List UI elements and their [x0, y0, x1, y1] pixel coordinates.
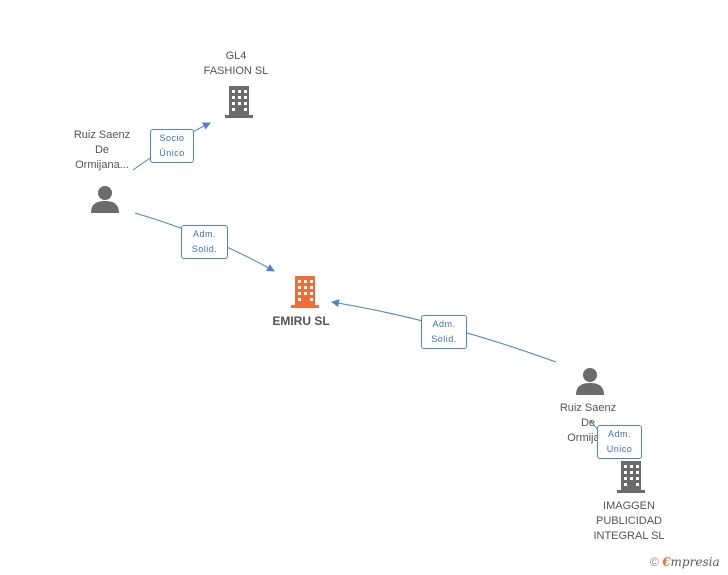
edge-label-line: Único — [159, 148, 185, 158]
edge-label-line: Solid. — [191, 244, 218, 254]
building-icon[interactable] — [223, 85, 255, 119]
edge-label-adm-solid-1[interactable]: Adm. Solid. — [181, 225, 228, 259]
person-icon[interactable] — [575, 366, 605, 396]
edge-label-line: Unico — [606, 444, 633, 454]
building-icon[interactable] — [289, 275, 321, 309]
company-label-imaggen[interactable]: IMAGGEN PUBLICIDAD INTEGRAL SL — [593, 500, 665, 542]
edge-label-line: Socio — [159, 133, 185, 143]
edge-label-line: Adm. — [607, 429, 631, 439]
edge-label-line: Adm. — [192, 229, 216, 239]
copyright-symbol: © — [650, 555, 659, 569]
edge-label-socio-unico[interactable]: Socio Único — [150, 129, 194, 163]
edge-label-line: Solid. — [431, 334, 457, 344]
empresia-logo[interactable]: €mpresia — [662, 555, 719, 569]
building-icon[interactable] — [615, 460, 647, 494]
edge-label-adm-solid-2[interactable]: Adm. Solid. — [421, 315, 467, 349]
person-label-1[interactable]: Ruiz Saenz De Ormijana... — [73, 129, 131, 171]
empresia-logo-text: mpresia — [670, 555, 720, 569]
company-label-gl4[interactable]: GL4 FASHION SL — [203, 50, 269, 77]
empresia-logo-initial: € — [662, 555, 671, 569]
company-label-emiru[interactable]: EMIRU SL — [272, 314, 330, 328]
edge-label-adm-unico[interactable]: Adm. Unico — [597, 425, 642, 459]
edge-label-line: Adm. — [432, 319, 456, 329]
empresia-footer: © €mpresia — [650, 555, 720, 569]
person-icon[interactable] — [90, 184, 120, 214]
